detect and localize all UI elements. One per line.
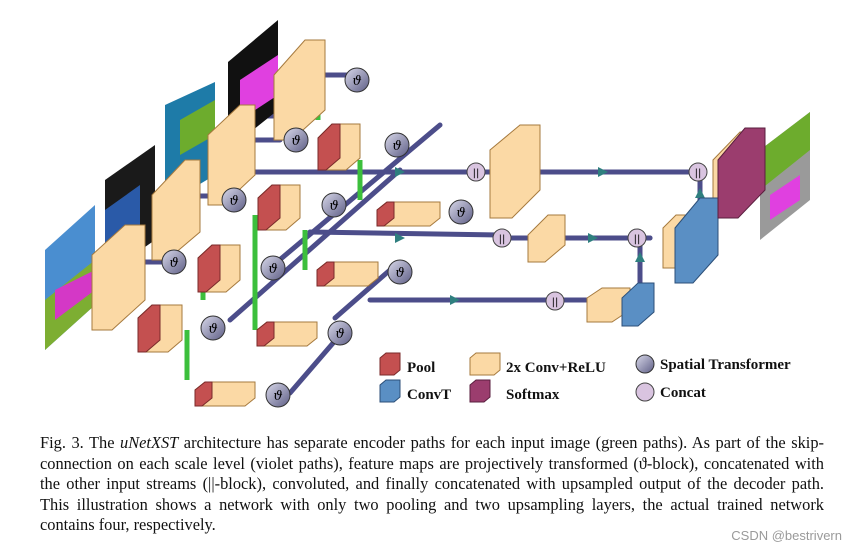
theta-symbol: ϑ bbox=[395, 266, 404, 281]
legend-convt-label: ConvT bbox=[407, 387, 451, 403]
legend-softmax-label: Softmax bbox=[506, 387, 560, 403]
concat-symbol: || bbox=[499, 234, 506, 245]
theta-symbol: ϑ bbox=[208, 322, 217, 337]
concat-symbol: || bbox=[695, 168, 702, 179]
spatial-transformer-nodes: ϑ ϑ ϑ ϑ ϑ ϑ ϑ ϑ ϑ ϑ ϑ ϑ bbox=[161, 67, 474, 408]
legend-spatial-transformer-label: Spatial Transformer bbox=[660, 357, 791, 373]
legend-conv-label: 2x Conv+ReLU bbox=[506, 360, 606, 376]
theta-symbol: ϑ bbox=[169, 256, 178, 271]
convt-blocks bbox=[621, 197, 719, 327]
theta-symbol: ϑ bbox=[229, 194, 238, 209]
concat-nodes: || || || || || bbox=[466, 162, 708, 311]
theta-symbol: ϑ bbox=[352, 74, 361, 89]
legend-concat-label: Concat bbox=[660, 385, 706, 401]
figure-caption: Fig. 3. The uNetXST architecture has sep… bbox=[40, 433, 824, 536]
legend-spatial-transformer: Spatial Transformer bbox=[635, 354, 791, 374]
caption-model-name: uNetXST bbox=[120, 433, 179, 452]
concat-symbol: || bbox=[634, 234, 641, 245]
softmax-block bbox=[717, 127, 766, 219]
concat-symbol: || bbox=[473, 168, 480, 179]
theta-symbol: ϑ bbox=[291, 134, 300, 149]
unetxst-architecture-diagram: ϑ ϑ ϑ ϑ ϑ ϑ ϑ ϑ ϑ ϑ ϑ ϑ || || || || || P… bbox=[45, 20, 810, 408]
theta-symbol: ϑ bbox=[273, 389, 282, 404]
pool-blocks bbox=[137, 123, 441, 407]
legend-softmax: Softmax bbox=[469, 379, 560, 403]
concat-symbol: || bbox=[552, 297, 559, 308]
watermark: CSDN @bestrivern bbox=[731, 528, 842, 543]
legend-concat: Concat bbox=[635, 382, 706, 402]
theta-symbol: ϑ bbox=[329, 199, 338, 214]
legend-convt: ConvT bbox=[379, 379, 451, 403]
theta-symbol: ϑ bbox=[392, 139, 401, 154]
theta-symbol: ϑ bbox=[335, 327, 344, 342]
legend: Pool ConvT 2x Conv+ReLU Softmax Spatial … bbox=[379, 352, 791, 403]
caption-body: architecture has separate encoder paths … bbox=[40, 433, 824, 534]
legend-pool-label: Pool bbox=[407, 360, 435, 376]
theta-symbol: ϑ bbox=[268, 262, 277, 277]
legend-conv: 2x Conv+ReLU bbox=[469, 352, 606, 376]
caption-prefix: Fig. 3. The bbox=[40, 433, 120, 452]
legend-pool: Pool bbox=[379, 352, 435, 376]
theta-symbol: ϑ bbox=[456, 206, 465, 221]
